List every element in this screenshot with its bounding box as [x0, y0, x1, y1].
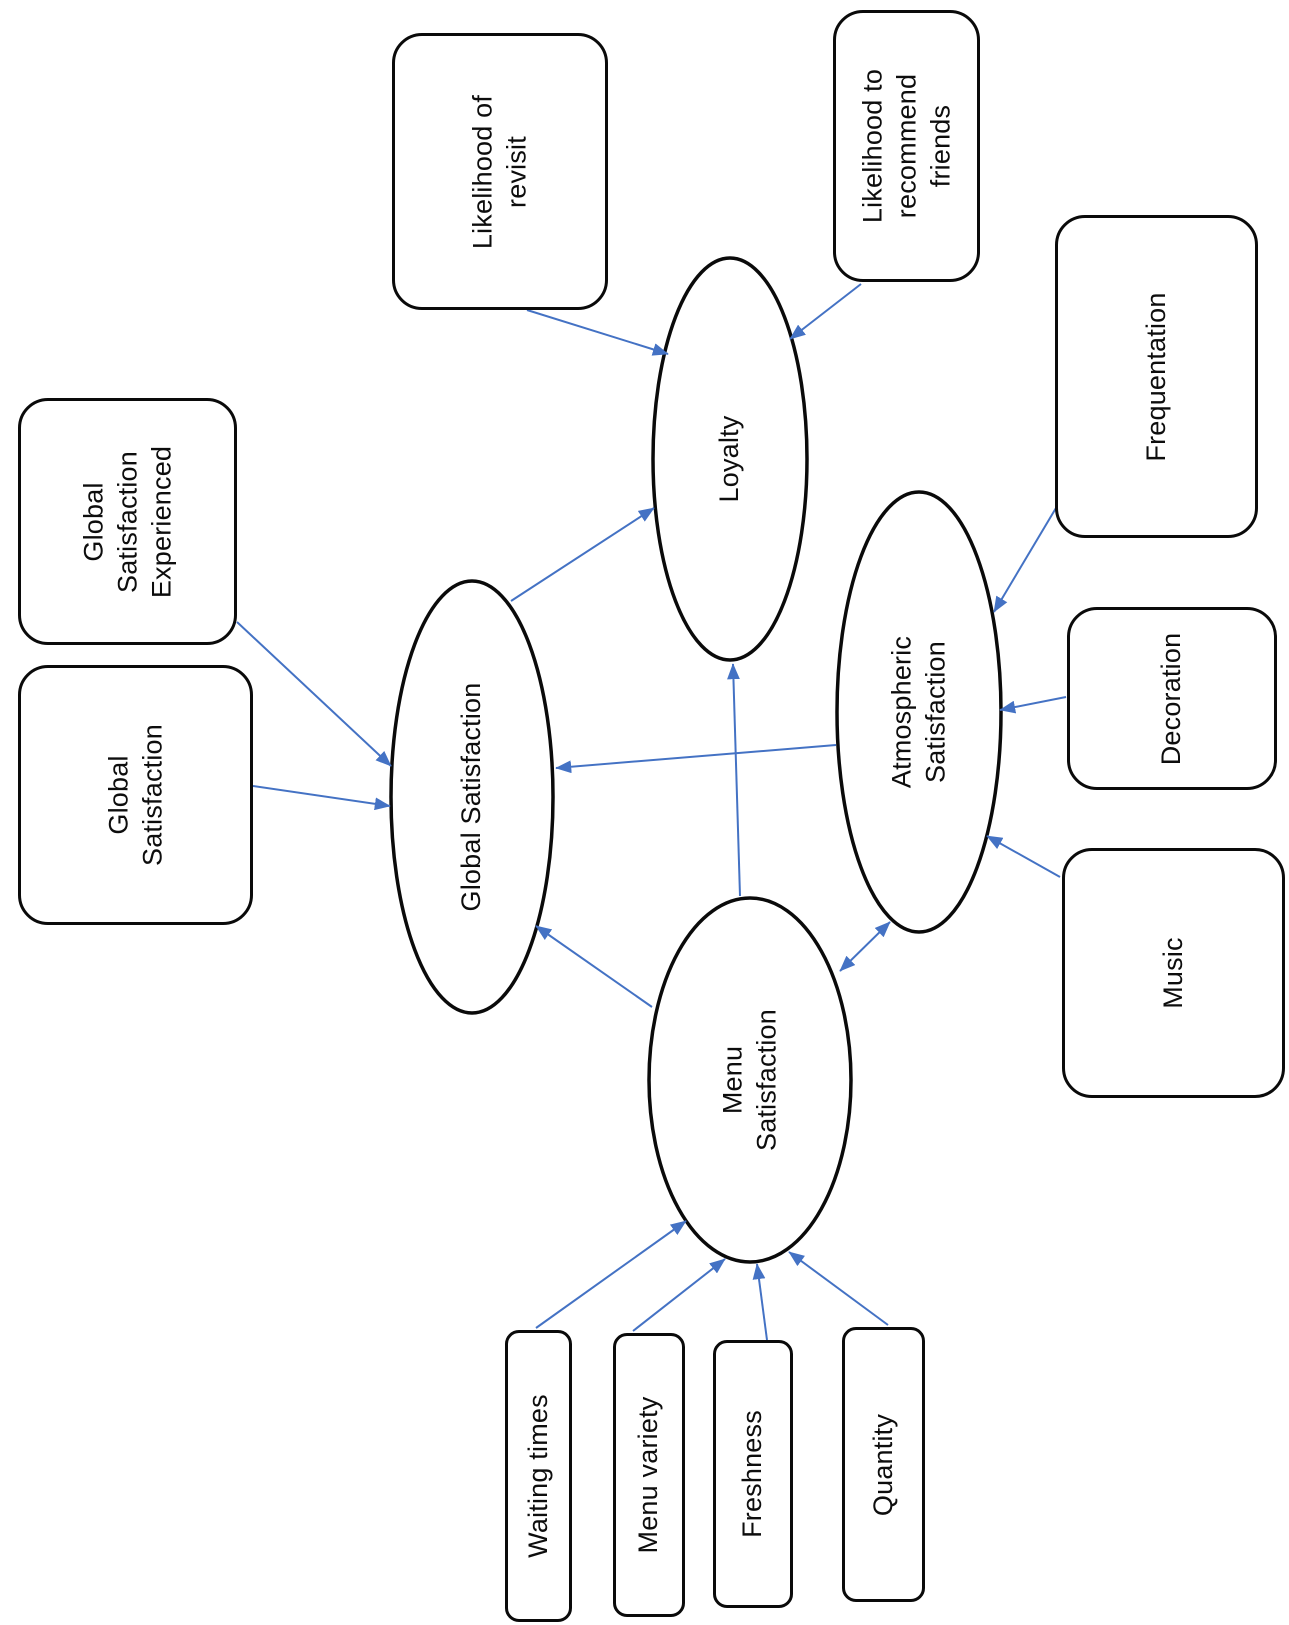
edge-likelihood-revisit-to-loyalty — [526, 309, 669, 356]
edge-quantity-to-menu-satisfaction — [788, 1251, 889, 1326]
node-likelihood-revisit: Likelihood of revisit — [392, 33, 608, 310]
node-decoration-label: Decoration — [1156, 632, 1187, 765]
node-atmospheric-satisfaction-label: Atmospheric Satisfaction — [886, 635, 950, 789]
edge-frequentation-to-atmospheric — [993, 507, 1057, 613]
node-global-satisfaction-indicator: Global Satisfaction — [18, 665, 253, 925]
edge-atmospheric-to-global-satisfaction — [555, 744, 837, 774]
node-waiting-times: Waiting times — [505, 1330, 572, 1622]
node-freshness: Freshness — [713, 1340, 793, 1608]
edge-music-to-atmospheric — [986, 835, 1061, 878]
ellipse-global-satisfaction — [389, 579, 555, 1015]
node-menu-variety: Menu variety — [613, 1333, 685, 1617]
edge-decoration-to-atmospheric — [999, 696, 1067, 714]
node-frequentation-label: Frequentation — [1140, 291, 1171, 462]
node-quantity: Quantity — [842, 1327, 925, 1602]
node-likelihood-recommend-label: Likelihood to recommend friends — [856, 68, 955, 224]
edge-waiting-times-to-menu-satisfaction — [535, 1220, 687, 1329]
edge-menu-satisfaction-to-global-satisfaction — [535, 925, 653, 1008]
edge-menu-satisfaction-to-loyalty — [727, 663, 741, 897]
edge-menu-atmospheric-bidirectional — [839, 921, 891, 972]
node-global-satisfaction-experienced: Global Satisfaction Experienced — [18, 398, 237, 645]
node-menu-variety-label: Menu variety — [633, 1396, 664, 1554]
edge-gs-indicator-to-global-satisfaction — [252, 785, 391, 811]
ellipse-loyalty — [651, 256, 809, 662]
edge-likelihood-recommend-to-loyalty — [789, 283, 862, 340]
node-quantity-label: Quantity — [867, 1413, 898, 1516]
node-music: Music — [1062, 848, 1285, 1098]
node-music-label: Music — [1157, 937, 1188, 1009]
node-global-satisfaction-label: Global Satisfaction — [456, 682, 487, 912]
ellipse-menu-satisfaction — [647, 896, 853, 1264]
edge-menu-variety-to-menu-satisfaction — [632, 1258, 726, 1332]
edge-gs-experienced-to-global-satisfaction — [236, 621, 392, 767]
node-global-satisfaction-indicator-label: Global Satisfaction — [102, 724, 167, 866]
edge-global-satisfaction-to-loyalty — [510, 507, 655, 602]
node-frequentation: Frequentation — [1055, 215, 1258, 538]
node-waiting-times-label: Waiting times — [522, 1394, 553, 1558]
node-global-satisfaction-experienced-label: Global Satisfaction Experienced — [77, 445, 176, 598]
node-loyalty-label: Loyalty — [714, 415, 745, 503]
node-decoration: Decoration — [1067, 607, 1277, 790]
node-likelihood-recommend: Likelihood to recommend friends — [833, 10, 980, 282]
node-likelihood-revisit-label: Likelihood of revisit — [467, 94, 531, 249]
node-menu-satisfaction-label: Menu Satisfaction — [717, 1009, 781, 1151]
node-freshness-label: Freshness — [737, 1410, 768, 1538]
edge-freshness-to-menu-satisfaction — [752, 1263, 768, 1341]
